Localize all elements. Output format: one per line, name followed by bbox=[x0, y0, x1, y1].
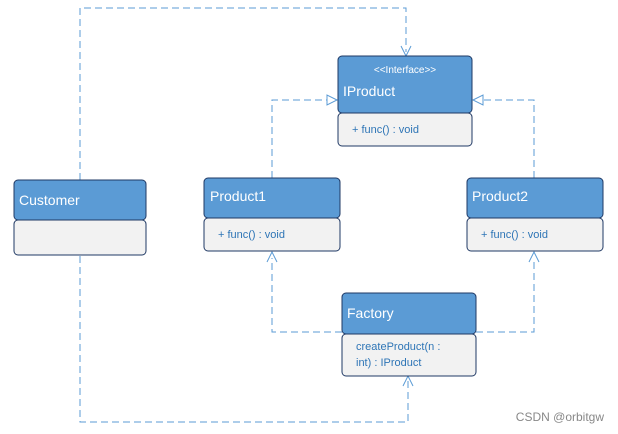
product2-name: Product2 bbox=[472, 188, 528, 204]
iproduct-name: IProduct bbox=[343, 83, 395, 99]
factory-member-line1: createProduct(n : bbox=[356, 341, 440, 353]
class-product2[interactable]: Product2 + func() : void bbox=[466, 177, 604, 252]
class-factory[interactable]: Factory createProduct(n : int) : IProduc… bbox=[341, 292, 477, 377]
connector-product1-realizes-iproduct bbox=[271, 94, 339, 178]
class-product1[interactable]: Product1 + func() : void bbox=[203, 177, 341, 252]
product1-name: Product1 bbox=[210, 188, 266, 204]
connector-factory-to-product2 bbox=[476, 250, 540, 333]
product1-member: + func() : void bbox=[218, 229, 285, 241]
connector-product2-realizes-iproduct bbox=[471, 94, 535, 178]
customer-name: Customer bbox=[19, 192, 80, 208]
class-customer[interactable]: Customer bbox=[13, 179, 147, 256]
factory-member-line2: int) : IProduct bbox=[356, 357, 421, 369]
connector-factory-to-product1 bbox=[266, 250, 342, 333]
factory-name: Factory bbox=[347, 305, 394, 321]
product2-member: + func() : void bbox=[481, 229, 548, 241]
class-iproduct[interactable]: <<Interface>> IProduct + func() : void bbox=[337, 55, 473, 147]
iproduct-stereotype: <<Interface>> bbox=[374, 65, 436, 76]
iproduct-member: + func() : void bbox=[352, 124, 419, 136]
watermark: CSDN @orbitgw bbox=[515, 410, 604, 424]
